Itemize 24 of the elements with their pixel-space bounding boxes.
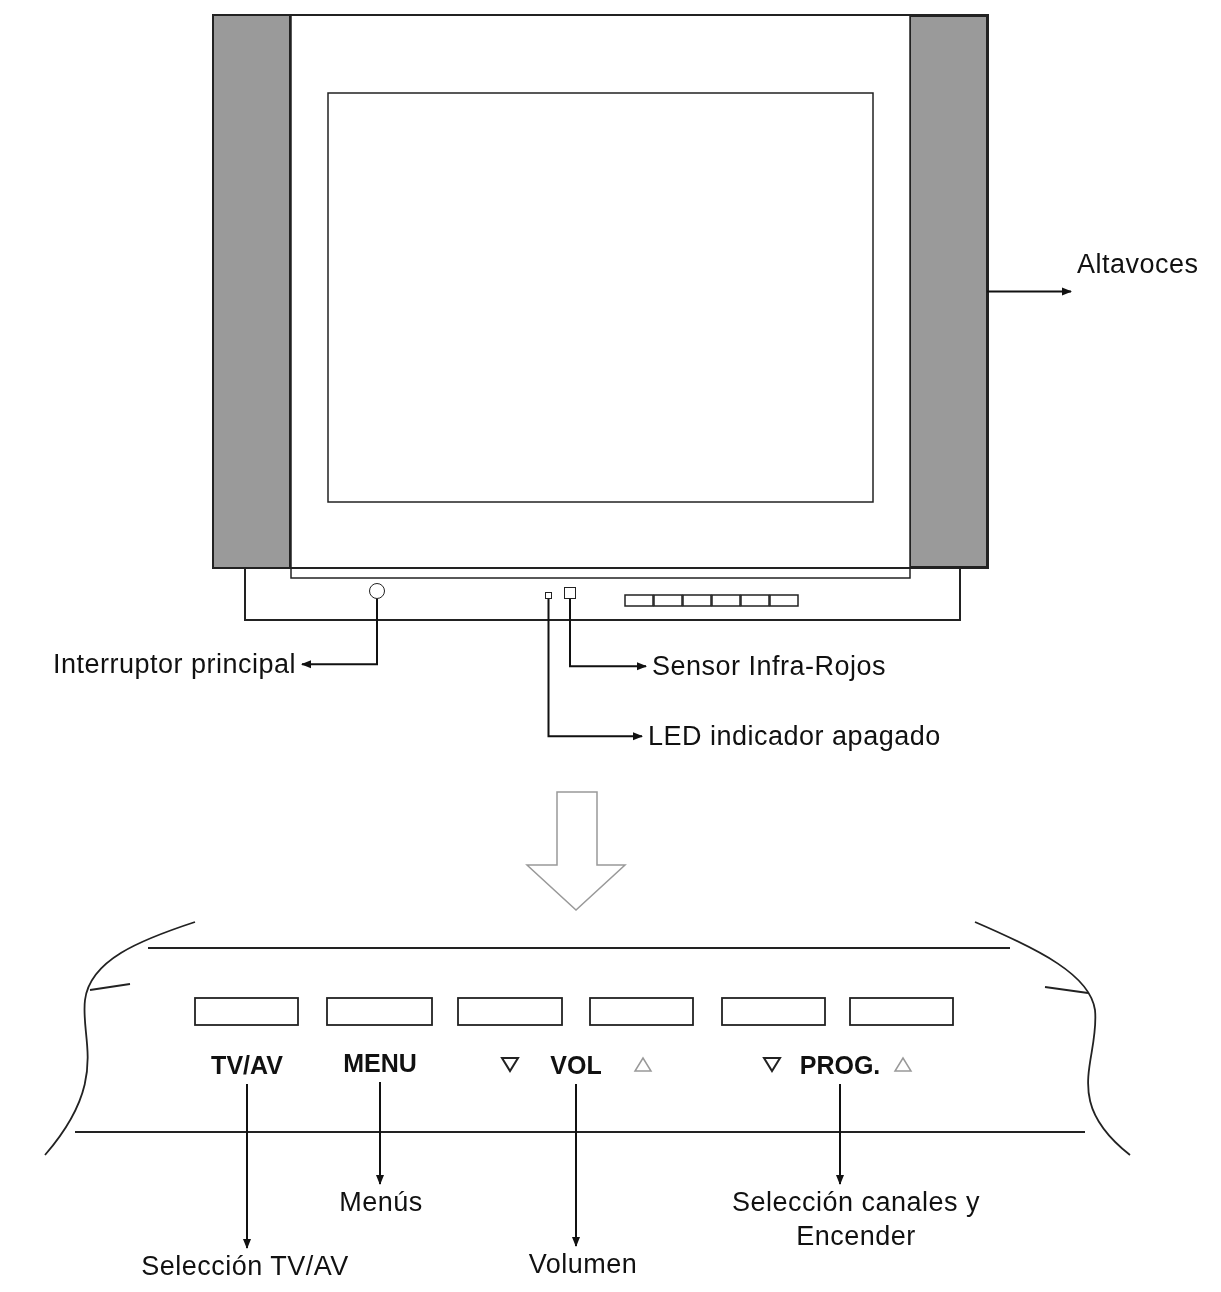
leader-line	[547, 598, 643, 741]
button-caption: VOL	[550, 1050, 602, 1080]
leader-line	[572, 1083, 580, 1247]
led-indicator	[545, 592, 552, 599]
callout-text: Volumen	[528, 1248, 638, 1281]
callout-text: Interruptor principal	[52, 648, 296, 681]
callout-text: Selección TV/AV	[141, 1250, 349, 1283]
power-switch	[369, 583, 385, 599]
button-caption: TV/AV	[211, 1050, 283, 1080]
leader-line	[243, 1083, 251, 1249]
callout-text: Altavoces	[1077, 248, 1199, 281]
callout-text: Menús	[339, 1186, 423, 1219]
leader-line	[836, 1083, 844, 1185]
leader-line	[569, 598, 647, 671]
button-caption: MENU	[343, 1048, 417, 1078]
button-caption: PROG.	[799, 1050, 881, 1080]
leader-line	[301, 598, 378, 669]
leader-line	[986, 287, 1072, 296]
callout-text: Sensor Infra-Rojos	[652, 650, 887, 683]
leader-line	[376, 1081, 384, 1185]
speaker-panel	[910, 16, 987, 567]
callout-text: Selección canales y Encender	[706, 1186, 1006, 1254]
callout-text: LED indicador apagado	[648, 720, 941, 753]
infrared-sensor	[564, 587, 576, 599]
